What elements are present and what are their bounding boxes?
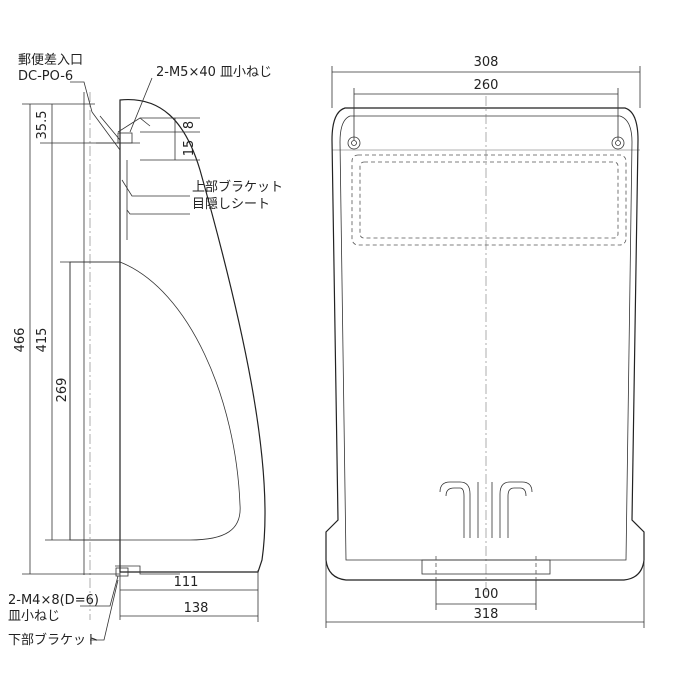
dim-260: 260 xyxy=(474,78,499,93)
dim-35-5: 35.5 xyxy=(35,111,50,140)
dim-8: 8 xyxy=(182,121,197,129)
leader-mail-slot xyxy=(70,81,93,113)
handle-grip-icon xyxy=(439,481,533,538)
dim-318: 318 xyxy=(474,607,499,622)
leader-bottom-bracket xyxy=(90,579,119,641)
mail-slot-model: DC-PO-6 xyxy=(18,69,73,84)
hiding-sheet-label: 目隠しシート xyxy=(192,197,270,212)
bottom-screw-label: 2-M4×8(D=6) xyxy=(8,593,99,608)
front-body xyxy=(325,107,645,581)
leader-bottom-screw xyxy=(80,575,119,607)
bottom-bracket-label: 下部ブラケット xyxy=(8,632,99,648)
leader-top-bracket xyxy=(121,179,190,197)
side-view: 郵便差入口 DC-PO-6 2-M5×40 皿小ねじ 上部ブラケット 目隠しシー… xyxy=(8,53,283,648)
dim-111: 111 xyxy=(174,575,199,590)
handle-grip-inner xyxy=(445,487,527,538)
mail-slot-label: 郵便差入口 xyxy=(18,53,83,68)
front-view: 308 260 100 318 xyxy=(325,55,645,628)
dim-269: 269 xyxy=(55,378,70,403)
top-screw-label: 2-M5×40 皿小ねじ xyxy=(156,65,272,80)
bottom-screw-type: 皿小ねじ xyxy=(8,609,60,624)
dim-100: 100 xyxy=(474,587,499,602)
bolt-right-core xyxy=(615,140,621,146)
front-bottom-bracket xyxy=(421,559,551,575)
mail-window-outer xyxy=(351,154,627,246)
bolt-left-core xyxy=(351,140,357,146)
leader-hiding-sheet xyxy=(126,209,190,215)
dim-15: 15 xyxy=(182,140,197,157)
bottom-screw-head xyxy=(115,567,129,577)
dim-466: 466 xyxy=(13,328,28,353)
outer-body xyxy=(119,98,266,573)
top-bracket-label: 上部ブラケット xyxy=(192,179,283,195)
dim-415: 415 xyxy=(35,328,50,353)
mail-window-inner xyxy=(359,161,619,239)
leader-top-screw xyxy=(129,77,153,133)
bottom-bracket xyxy=(115,565,180,575)
front-inner-panel xyxy=(339,115,633,561)
dim-308: 308 xyxy=(474,55,499,70)
inner-bin xyxy=(69,261,241,541)
dim-138: 138 xyxy=(184,601,209,616)
